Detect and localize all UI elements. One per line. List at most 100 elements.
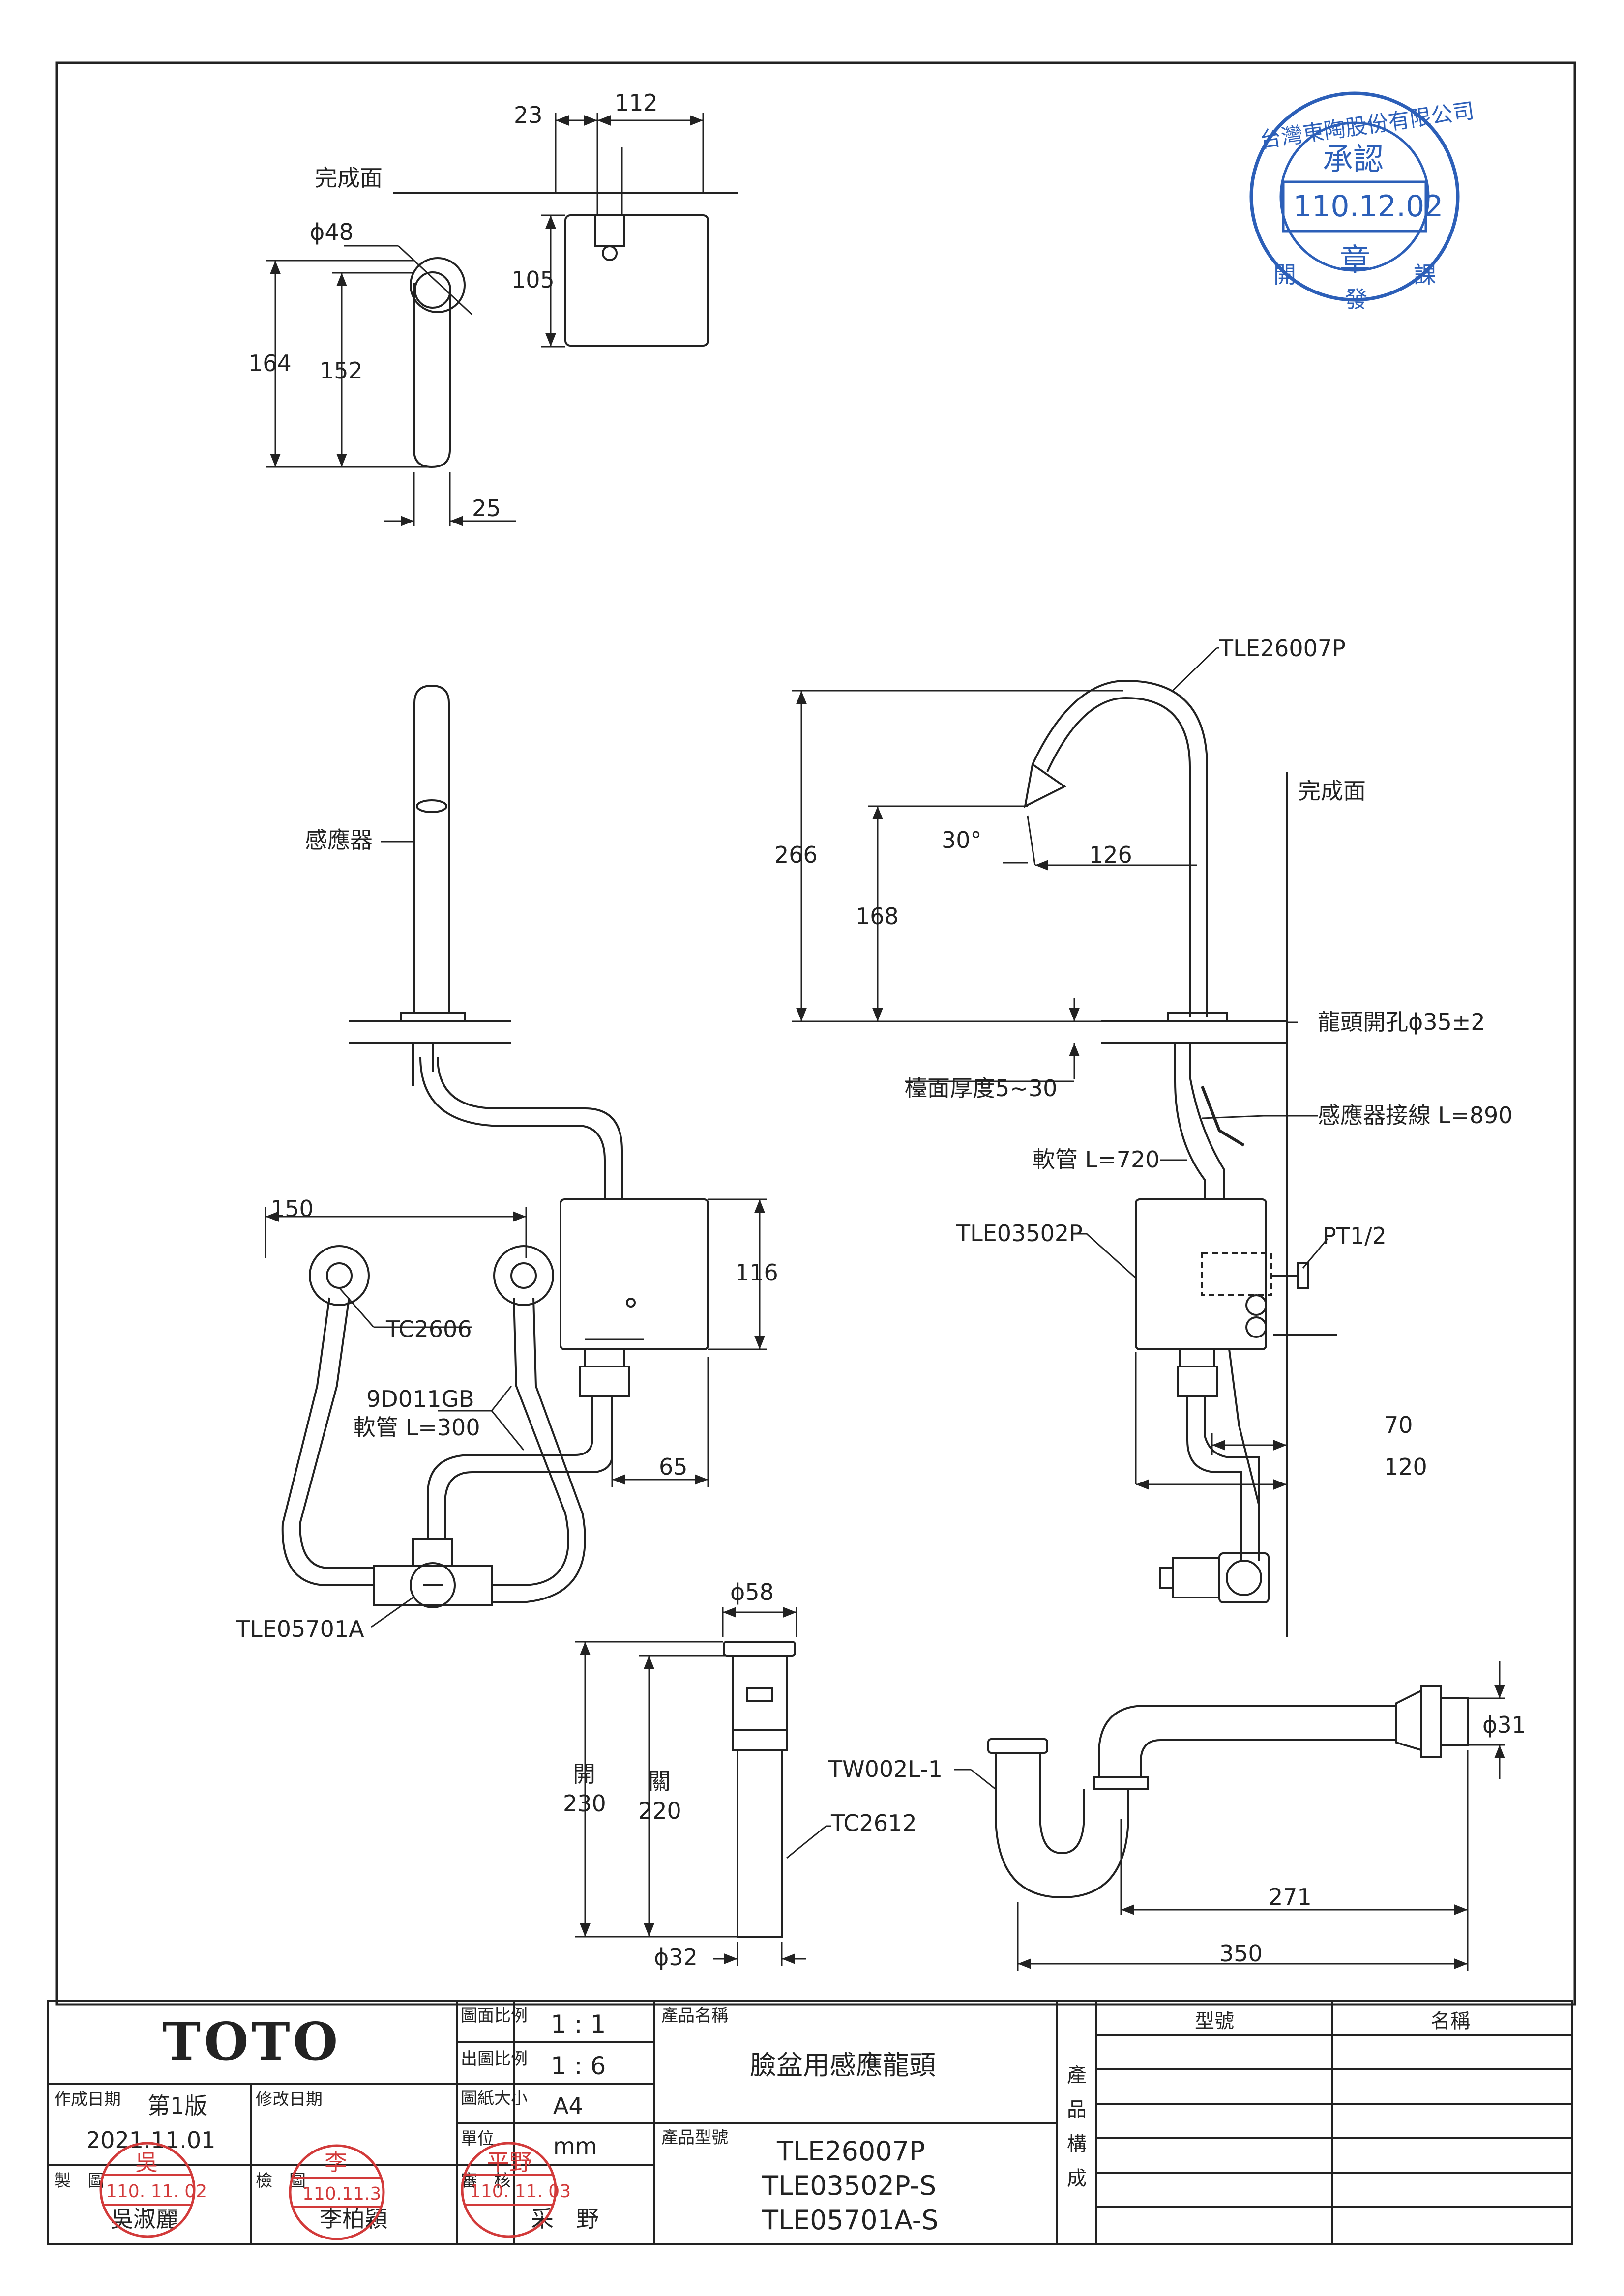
title-block-text: TOTO 圖面比例 1 : 1 出圖比例 1 : 6 圖紙大小 A4 單位 mm… [54, 2006, 1470, 2236]
dim-266: 266 [774, 842, 818, 868]
composition-char-2: 品 [1067, 2098, 1087, 2121]
model-3: TLE05701A-S [762, 2205, 939, 2236]
edition: 第1版 [148, 2093, 207, 2119]
dim-25: 25 [472, 495, 501, 522]
model-1: TLE26007P [776, 2136, 925, 2167]
print-scale-label: 出圖比例 [461, 2049, 528, 2069]
model-2: TLE03502P-S [762, 2170, 936, 2201]
pt-label: PT1/2 [1323, 1222, 1387, 1249]
product-model-label: 產品型號 [661, 2128, 728, 2148]
dim-23: 23 [514, 102, 543, 128]
approved-stamp-name: 平野 [487, 2149, 532, 2176]
tw002l-label: TW002L-1 [828, 1756, 943, 1782]
tc2606-label: TC2606 [385, 1316, 472, 1342]
trap-dimensions: TW002L-1 ϕ31 271 350 [828, 1661, 1526, 1971]
tle03502p-label: TLE03502P [956, 1220, 1083, 1247]
drain-close-dim: 220 [638, 1798, 681, 1824]
approved-stamp: 平野 110. 11. 03 [461, 2142, 571, 2238]
approval-stamp: 台灣東陶股份有限公司 承認 110.12.02 章 開 發 課 [1249, 91, 1476, 313]
stamp-top: 承認 [1323, 141, 1384, 177]
angle-30: 30° [942, 827, 982, 853]
hose-720-label: 軟管 L=720 [1033, 1146, 1160, 1173]
approved-stamp-date: 110. 11. 03 [470, 2181, 571, 2202]
dim-105: 105 [511, 266, 555, 293]
stamp-bottom-2: 發 [1345, 286, 1367, 313]
scale-label: 圖面比例 [461, 2006, 528, 2026]
drain-phi32: ϕ32 [654, 1944, 698, 1971]
finish-surface-label-top: 完成面 [315, 165, 383, 191]
drain-phi58: ϕ58 [730, 1579, 774, 1605]
tc2612-label: TC2612 [830, 1810, 917, 1836]
finish-surface-label-side: 完成面 [1298, 778, 1366, 804]
checked-stamp: 李 110.11.3 [289, 2144, 385, 2240]
trap-view [987, 1685, 1469, 1899]
composition-char-3: 構 [1067, 2133, 1087, 2155]
created-label: 作成日期 [54, 2090, 121, 2109]
drawn-stamp-date: 110. 11. 02 [106, 2181, 207, 2202]
hole-label: 龍頭開孔ϕ35±2 [1318, 1009, 1485, 1035]
drain-open-label: 開 [573, 1761, 595, 1787]
drawn-stamp-name: 吳 [135, 2149, 158, 2176]
drain-close-label: 關 [648, 1768, 671, 1795]
paper-value: A4 [553, 2093, 583, 2119]
stamp-bottom-1: 開 [1273, 262, 1296, 288]
side-view-annotations: TLE26007P 完成面 266 30° 126 168 龍頭開孔ϕ35±2 … [774, 635, 1513, 1490]
hose-length-label: 軟管 L=300 [353, 1414, 480, 1441]
dim-168: 168 [856, 903, 899, 930]
created-date: 2021.11.01 [86, 2127, 215, 2153]
counter-thickness-label: 檯面厚度5~30 [905, 1075, 1057, 1102]
scale-value: 1 : 1 [551, 2010, 606, 2038]
title-block [47, 2000, 1573, 2245]
hose-model-label: 9D011GB [366, 1386, 474, 1412]
checked-stamp-name: 李 [325, 2149, 347, 2176]
tle05701a-label: TLE05701A [236, 1616, 364, 1642]
product-name-label: 產品名稱 [661, 2006, 728, 2026]
sheet-border [55, 61, 1576, 2006]
front-view [281, 684, 709, 1608]
dim-350: 350 [1219, 1940, 1263, 1967]
dim-126: 126 [1089, 842, 1132, 868]
drawn-label: 製 圖 [54, 2171, 104, 2191]
dim-152: 152 [320, 357, 363, 384]
unit-value: mm [553, 2133, 597, 2159]
sensor-label: 感應器 [305, 827, 373, 853]
col-model-header: 型號 [1195, 2010, 1234, 2033]
front-view-annotations: 感應器 150 TC2606 9D011GB 軟管 L=300 116 65 T… [236, 827, 778, 1642]
composition-char-4: 成 [1067, 2167, 1087, 2190]
stamp-middle: 章 [1340, 242, 1370, 278]
checked-stamp-date: 110.11.3 [302, 2184, 381, 2204]
top-view-dimensions: 完成面 23 112 105 ϕ48 164 152 25 [248, 89, 704, 526]
composition-char-1: 產 [1067, 2064, 1087, 2087]
brand-logo: TOTO [162, 2011, 341, 2072]
dim-164: 164 [248, 350, 292, 377]
print-scale-value: 1 : 6 [551, 2052, 606, 2080]
stamp-bottom-3: 課 [1414, 262, 1436, 288]
dim-150: 150 [270, 1195, 314, 1222]
checked-by: 李柏穎 [320, 2206, 387, 2232]
drain-open-dim: 230 [563, 1790, 606, 1817]
dim-112: 112 [615, 89, 658, 116]
drain-view [723, 1641, 796, 1938]
product-name: 臉盆用感應龍頭 [750, 2050, 936, 2081]
paper-label: 圖紙大小 [461, 2089, 528, 2108]
drain-dimensions: ϕ58 開 230 關 220 TC2612 ϕ32 [563, 1579, 917, 1971]
dim-phi48: ϕ48 [310, 219, 354, 245]
sensor-wire-label: 感應器接線 L=890 [1318, 1102, 1513, 1129]
checked-label: 檢 圖 [256, 2171, 306, 2191]
dim-120: 120 [1384, 1453, 1427, 1480]
trap-phi31: ϕ31 [1482, 1712, 1526, 1738]
side-view [1024, 679, 1337, 1637]
stamp-date: 110.12.02 [1293, 189, 1443, 224]
dim-65: 65 [659, 1453, 688, 1480]
dim-271: 271 [1269, 1884, 1312, 1910]
approved-by: 采 野 [531, 2206, 599, 2232]
tle26007p-label: TLE26007P [1219, 635, 1346, 662]
revised-label: 修改日期 [256, 2090, 323, 2109]
dim-116: 116 [735, 1259, 778, 1286]
unit-label: 單位 [461, 2129, 494, 2149]
drawn-stamp: 吳 110. 11. 02 [99, 2142, 207, 2238]
dim-70: 70 [1384, 1412, 1413, 1438]
col-name-header: 名稱 [1431, 2010, 1470, 2033]
top-view [344, 147, 738, 468]
